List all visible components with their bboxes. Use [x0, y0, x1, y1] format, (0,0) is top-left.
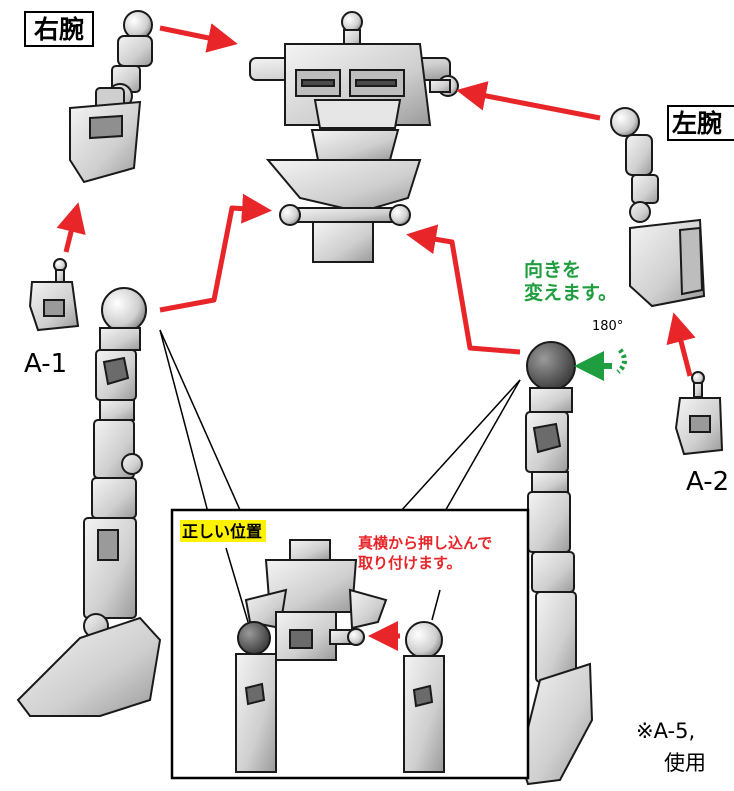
rotate-angle-label: 180°	[592, 319, 623, 334]
left-arm-label-box	[667, 105, 734, 141]
callout-lines	[159, 329, 521, 521]
left-arm-label: 左腕	[672, 109, 722, 138]
right-arm-part	[69, 10, 153, 184]
insert-note-line1: 真横から押し込んで	[358, 534, 492, 552]
hand-a2-part	[674, 371, 724, 456]
correct-position-highlight	[180, 520, 266, 542]
rotate-note-line1: 向きを	[524, 258, 581, 281]
insert-note-line2: 取り付けます。	[358, 554, 462, 572]
torso-part	[249, 11, 459, 263]
inset-detail	[170, 508, 530, 780]
right-leg-part	[16, 287, 162, 717]
footnote-line1: ※A-5,	[636, 719, 695, 743]
right-arm-label: 右腕	[34, 15, 84, 44]
assembly-arrows	[56, 23, 696, 377]
part-a2-label: A-2	[686, 467, 729, 497]
footnote-line2: 使用	[664, 751, 706, 775]
rotate-note-line2: 変えます。	[524, 281, 617, 304]
correct-position-label: 正しい位置	[182, 522, 262, 541]
part-a1-label: A-1	[24, 349, 67, 379]
left-arm-part	[610, 107, 706, 308]
rotation-arrow	[574, 348, 627, 381]
hand-a1-part	[28, 258, 80, 332]
left-leg-part	[518, 341, 594, 786]
right-arm-label-box	[24, 11, 94, 47]
